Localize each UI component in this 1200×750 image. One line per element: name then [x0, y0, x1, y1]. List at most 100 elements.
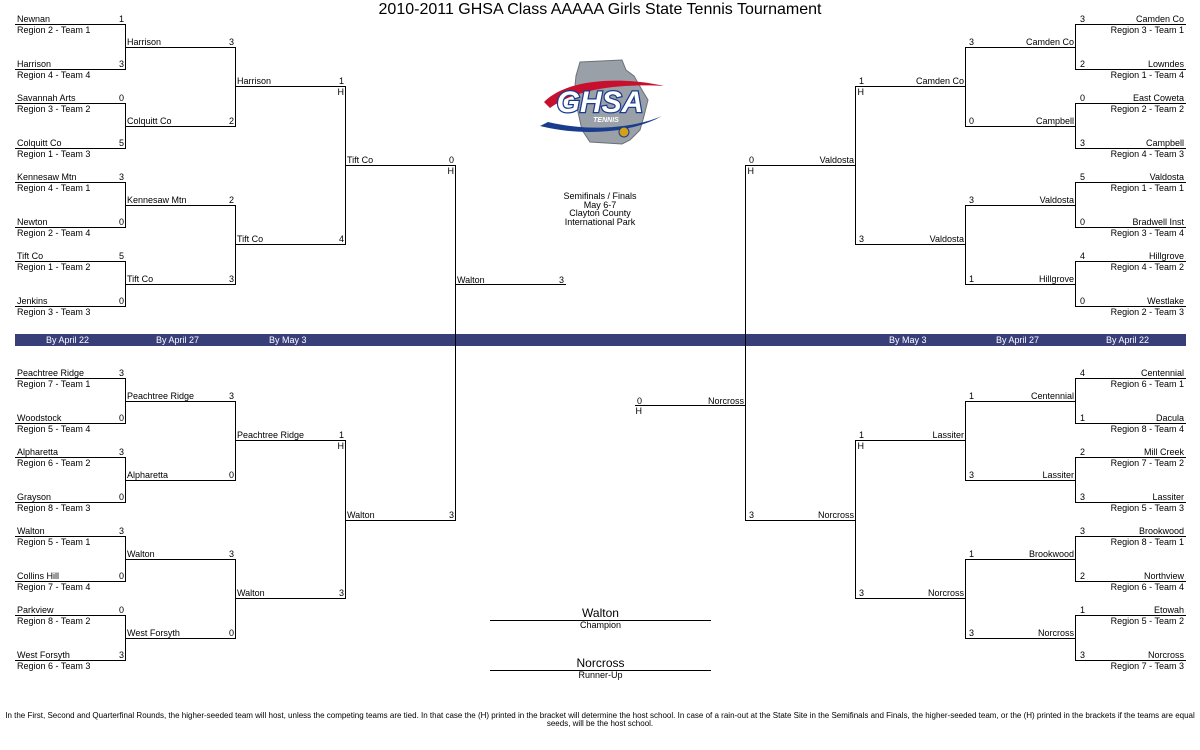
- team-seed: Region 1 - Team 4: [1110, 70, 1184, 80]
- r2-left-line: [125, 126, 236, 127]
- team-score: 0: [118, 217, 124, 227]
- team-name: Tift Co: [127, 274, 154, 284]
- team-name: Parkview: [17, 605, 54, 615]
- r3-right-line: [855, 598, 966, 599]
- team-seed: Region 8 - Team 3: [17, 503, 91, 513]
- host-marker: H: [857, 87, 865, 97]
- team-name: Kennesaw Mtn: [17, 172, 77, 182]
- team-score: 3: [748, 510, 754, 520]
- team-seed: Region 2 - Team 2: [1110, 104, 1184, 114]
- r3-right-line: [855, 244, 966, 245]
- r1-right-line: [1075, 581, 1186, 582]
- team-seed: Region 3 - Team 3: [17, 307, 91, 317]
- r1-right-line: [1075, 378, 1186, 379]
- team-seed: Region 1 - Team 3: [17, 149, 91, 159]
- team-score: 1: [1079, 413, 1085, 423]
- r2-right-line: [965, 47, 1076, 48]
- final-left-line: [455, 284, 566, 285]
- r1-left-line: [15, 457, 126, 458]
- team-name: Norcross: [1037, 628, 1074, 638]
- team-name: Alpharetta: [127, 470, 169, 480]
- r2-left-connector: [235, 47, 236, 127]
- team-name: Tift Co: [17, 251, 44, 261]
- team-name: Norcross: [927, 588, 964, 598]
- r2-right-connector: [965, 559, 966, 639]
- team-score: 3: [228, 274, 234, 284]
- r1-right-line: [1075, 148, 1186, 149]
- r1-left-line: [15, 660, 126, 661]
- team-name: Colquitt Co: [127, 116, 172, 126]
- team-seed: Region 5 - Team 3: [1110, 503, 1184, 513]
- r2-right-line: [965, 559, 1076, 560]
- team-score: 3: [118, 59, 124, 69]
- r4-left-line: [345, 520, 456, 521]
- team-name: Woodstock: [17, 413, 62, 423]
- team-score: 0: [118, 605, 124, 615]
- r4-right-connector: [745, 165, 746, 521]
- r1-right-line: [1075, 536, 1186, 537]
- team-score: 2: [1079, 447, 1085, 457]
- team-name: Valdosta: [929, 234, 964, 244]
- team-score: 3: [118, 650, 124, 660]
- team-score: 5: [1079, 172, 1085, 182]
- team-score: 4: [1079, 368, 1085, 378]
- team-score: 3: [118, 447, 124, 457]
- team-name: Mill Creek: [1143, 447, 1184, 457]
- team-name: Walton: [127, 549, 155, 559]
- team-score: 3: [448, 510, 454, 520]
- r1-right-line: [1075, 69, 1186, 70]
- r2-right-line: [965, 401, 1076, 402]
- team-name: Campbell: [1145, 138, 1184, 148]
- team-seed: Region 1 - Team 1: [1110, 183, 1184, 193]
- team-seed: Region 8 - Team 4: [1110, 424, 1184, 434]
- team-score: 0: [118, 492, 124, 502]
- team-name: Valdosta: [1039, 195, 1074, 205]
- team-name: Savannah Arts: [17, 93, 76, 103]
- team-seed: Region 4 - Team 4: [17, 70, 91, 80]
- team-name: Lassiter: [1152, 492, 1184, 502]
- team-name: Brookwood: [1028, 549, 1074, 559]
- team-seed: Region 3 - Team 1: [1110, 25, 1184, 35]
- page-title: 2010-2011 GHSA Class AAAAA Girls State T…: [378, 1, 822, 18]
- svg-text:TENNIS: TENNIS: [593, 117, 619, 124]
- round-date-right-2: By April 27: [996, 335, 1040, 345]
- r2-left-connector: [235, 205, 236, 285]
- team-score: 1: [968, 391, 974, 401]
- r2-left-line: [125, 559, 236, 560]
- team-name: Valdosta: [1149, 172, 1184, 182]
- r3-left-line: [235, 244, 346, 245]
- team-score: 3: [1079, 138, 1085, 148]
- team-seed: Region 6 - Team 4: [1110, 582, 1184, 592]
- r1-left-line: [15, 502, 126, 503]
- round-date-right-1: By April 22: [1106, 335, 1150, 345]
- team-name: Newnan: [17, 14, 51, 24]
- team-score: 3: [968, 470, 974, 480]
- r1-right-line: [1075, 502, 1186, 503]
- r2-right-line: [965, 480, 1076, 481]
- team-score: 1: [118, 14, 124, 24]
- team-name: Kennesaw Mtn: [127, 195, 187, 205]
- team-score: 3: [968, 37, 974, 47]
- team-name: Colquitt Co: [17, 138, 62, 148]
- team-name: Alpharetta: [17, 447, 59, 457]
- r4-left-connector: [455, 165, 456, 521]
- team-name: Bradwell Inst: [1132, 217, 1184, 227]
- r1-left-line: [15, 581, 126, 582]
- r1-left-line: [15, 423, 126, 424]
- r1-right-line: [1075, 261, 1186, 262]
- r1-right-line: [1075, 615, 1186, 616]
- team-score: 3: [858, 588, 864, 598]
- host-marker: H: [337, 441, 345, 451]
- team-name: East Coweta: [1132, 93, 1184, 103]
- champion-name: Walton: [582, 606, 619, 620]
- r4-left-line: [345, 165, 456, 166]
- team-score: 1: [968, 549, 974, 559]
- team-name: Walton: [17, 526, 45, 536]
- team-seed: Region 6 - Team 1: [1110, 379, 1184, 389]
- team-seed: Region 1 - Team 2: [17, 262, 91, 272]
- r1-right-line: [1075, 660, 1186, 661]
- r4-right-line: [745, 520, 856, 521]
- team-seed: Region 3 - Team 4: [1110, 228, 1184, 238]
- team-score: 2: [228, 195, 234, 205]
- r3-right-line: [855, 86, 966, 87]
